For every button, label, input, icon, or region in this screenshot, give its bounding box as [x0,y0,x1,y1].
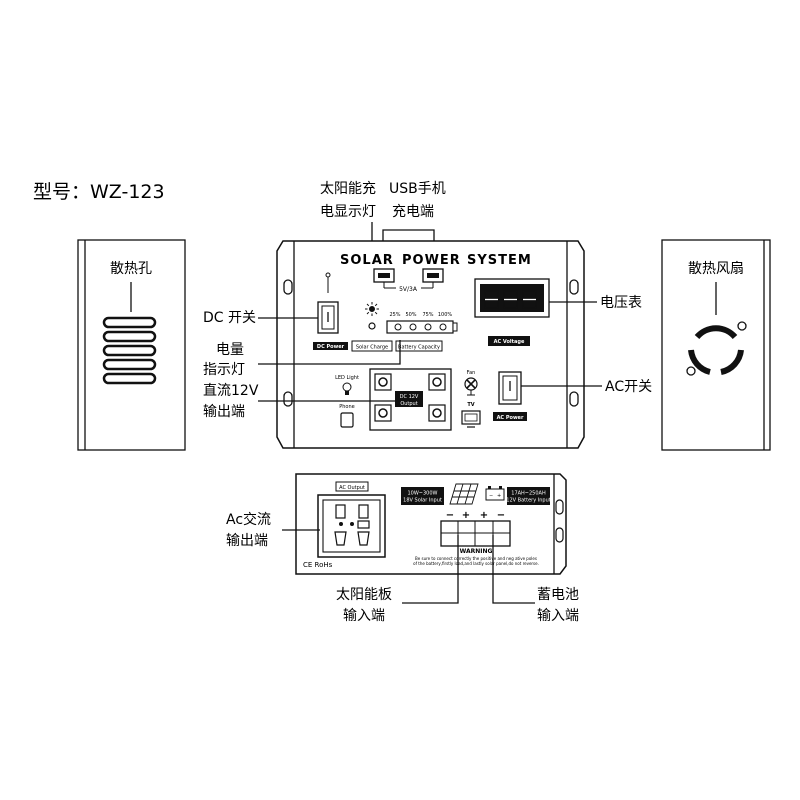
ac-output-callout-line1: Ac交流 [226,511,271,528]
voltmeter-display [484,290,537,309]
mount-hole [555,499,564,515]
tv-icon [461,410,481,428]
solar-charge-led [368,322,376,330]
heat-vent-panel: 散热孔 [77,239,186,451]
ac-output-callout-line2: 输出端 [226,533,268,549]
percent-100: 100% [438,312,453,318]
solar-led-callout-line2: 电显示灯 [320,204,376,220]
svg-text:+: + [497,493,501,499]
mount-hole [569,279,579,295]
usb-callout-line1: USB手机 [389,181,446,197]
dc-power-label: DC Power [317,344,345,350]
dc12v-callout-line1: 直流12V [203,382,259,399]
phone-icon [340,412,354,428]
mount-hole [283,391,293,407]
ac-switch-callout: AC开关 [605,379,652,395]
battery-indicator-callout-line1: 电量 [216,342,244,358]
vent-slots [102,316,157,385]
ac-voltage-label: AC Voltage [494,339,525,345]
panel-title-system: SYSTEM [467,253,532,268]
ac-voltage-label-box [488,336,530,346]
percent-50: 50% [405,312,416,318]
mount-hole [283,279,293,295]
dc-output-label-line1: DC 12V [400,394,419,400]
ac-output-label: AC Output [339,485,365,491]
solar-input-label-line1: 10W~300W [408,491,438,497]
battery-icon: − + [485,486,505,501]
bulb-icon [342,382,352,395]
battery-capacity-label: Battery Capacity [398,344,440,350]
ac-power-label: AC Power [497,415,524,421]
solar-input-callout-line1: 太阳能板 [336,587,392,603]
battery-input-callout-line2: 输入端 [537,608,579,624]
mount-hole [569,391,579,407]
solar-panel-icon [449,483,479,505]
desk-fan-icon [464,377,478,396]
sun-icon [365,302,379,316]
solar-input-callout-line2: 输入端 [343,608,385,624]
dc12v-callout-line2: 输出端 [203,404,245,420]
dc-switch-callout: DC 开关 [203,310,256,326]
solar-input-label-line2: 18V Solar Input [403,498,442,504]
heat-vent-label: 散热孔 [110,261,152,277]
phone-label: Phone [339,404,355,410]
polarity-mark: − [446,510,454,521]
percent-25: 25% [389,312,400,318]
usb-callout-line2: 充电端 [392,204,434,220]
battery-input-label-line1: 17AH~250AH [511,491,546,497]
led-light-label: LED Light [335,375,359,381]
warning-text-line1: Be sure to connect correctly the positiv… [415,556,537,561]
mount-hole [555,527,564,543]
dc-output-label-line2: Output [400,401,417,407]
fan-icon-label: Fan [467,370,476,376]
front-panel: SOLAR POWER SYSTEM 5V/3A DC Power [276,240,585,449]
svg-text:−: − [489,493,493,499]
solar-led-callout-line1: 太阳能充 [320,181,376,197]
fan-icon [688,325,744,375]
rear-panel: AC Output CE RoHs 10W~300W 18V Solar Inp… [295,473,567,575]
dc-power-label-box [313,342,348,350]
fan-label: 散热风扇 [688,261,744,277]
warning-title: WARNING [460,548,493,555]
solar-charge-label: Solar Charge [356,344,388,350]
model-label: 型号：WZ-123 [33,181,165,203]
polarity-mark: + [462,510,470,521]
tv-icon-label: TV [467,402,474,408]
battery-capacity-label-box [395,340,443,352]
solar-input-leader [402,535,459,604]
panel-title-power: POWER [402,253,461,268]
ce-rohs-mark: CE RoHs [303,561,333,569]
panel-title-solar: SOLAR [340,253,394,268]
battery-indicator-callout-line2: 指示灯 [203,362,245,378]
ac-power-label-box [493,412,527,421]
battery-input-leader [492,535,535,604]
warning-text-line2: of the battery,firstly load,and lastly s… [413,561,539,566]
polarity-mark: + [480,510,488,521]
fan-panel: 散热风扇 [661,239,771,451]
usb-rating: 5V/3A [399,286,418,293]
polarity-mark: − [497,510,505,521]
voltmeter-callout: 电压表 [600,295,642,311]
solar-charge-label-box [351,340,393,352]
percent-75: 75% [422,312,433,318]
ac-output-label-box [335,481,369,492]
battery-input-callout-line1: 蓄电池 [537,587,579,603]
battery-input-label-line2: 12V Battery Input [506,498,550,504]
